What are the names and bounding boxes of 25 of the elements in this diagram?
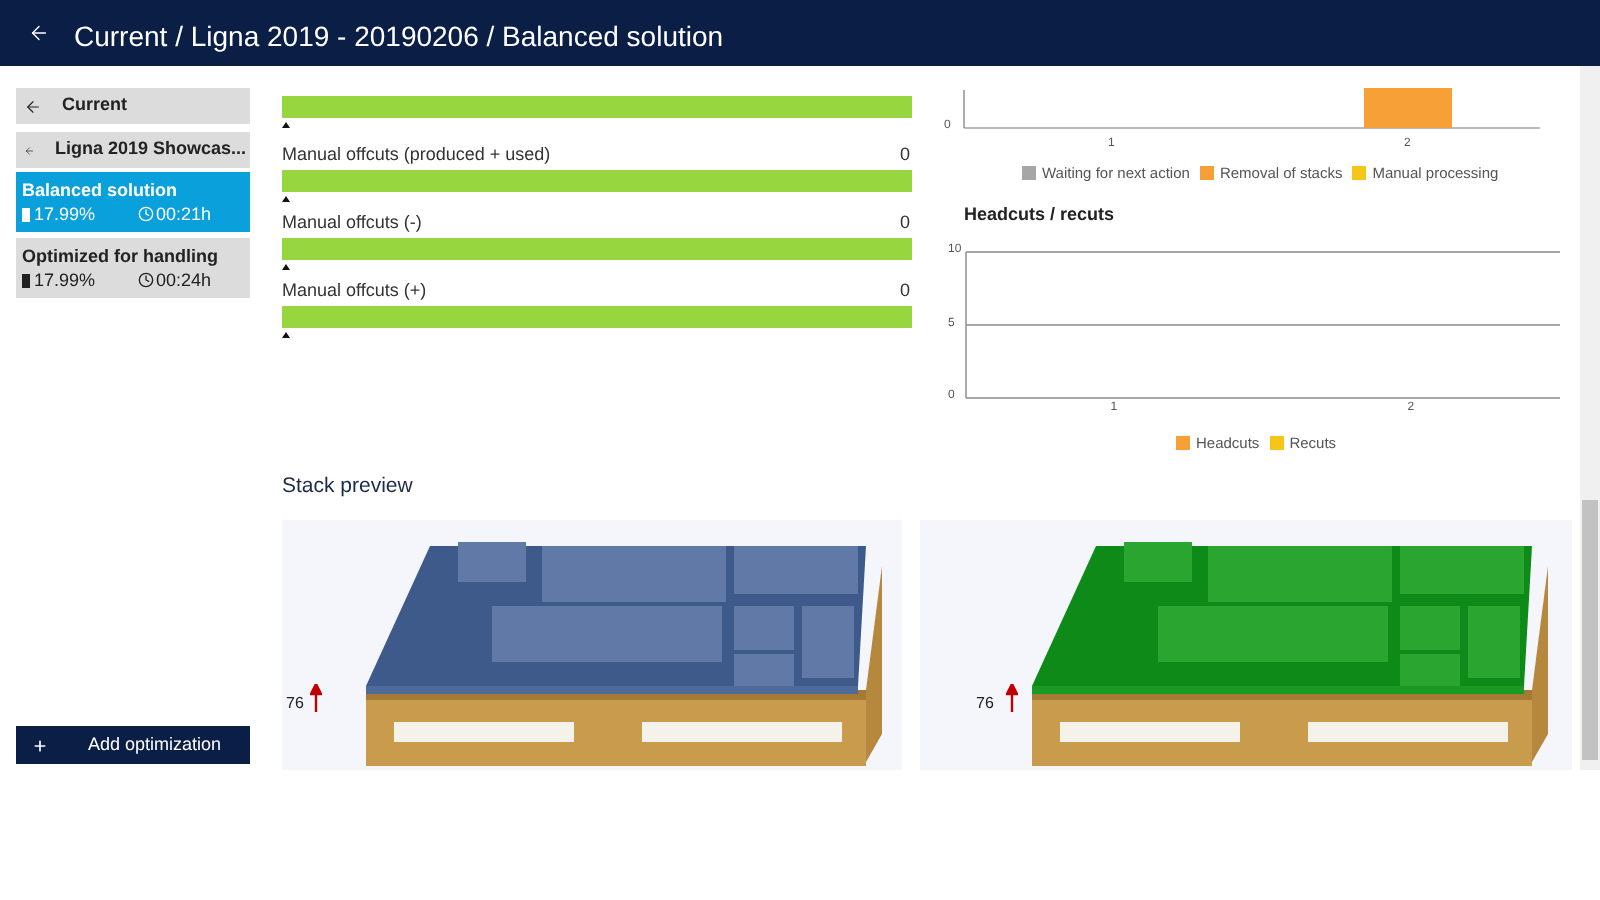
metric-label: Manual offcuts (produced + used) bbox=[282, 142, 551, 166]
metric-value: 0 bbox=[899, 142, 910, 166]
sidebar-item-title: Current bbox=[62, 92, 128, 119]
sidebar-item bbox=[16, 172, 250, 232]
sidebar-item bbox=[16, 238, 250, 298]
metric-value: 0 bbox=[899, 278, 910, 302]
yield-value: 17.99% bbox=[34, 268, 98, 292]
height-value: 76 bbox=[286, 692, 304, 716]
sidebar-item bbox=[16, 88, 250, 124]
solution-title: Optimized for handling bbox=[22, 244, 220, 268]
sidebar-item-title: Ligna 2019 Showcas... bbox=[54, 136, 246, 163]
metric-value: 0 bbox=[899, 210, 910, 234]
section-heading: Stack preview bbox=[282, 472, 413, 502]
breadcrumb-title: Current / Ligna 2019 - 20190206 / Balanced solution bbox=[74, 18, 724, 56]
solution-title: Balanced solution bbox=[22, 178, 180, 202]
add-optimization-button: Add optimization bbox=[16, 726, 250, 764]
metric-label: Manual offcuts (+) bbox=[282, 278, 427, 302]
yield-value: 17.99% bbox=[34, 202, 98, 226]
height-value: 76 bbox=[976, 692, 994, 716]
metric-label: Manual offcuts (-) bbox=[282, 210, 422, 234]
sidebar-item bbox=[16, 132, 250, 168]
progress-bar bbox=[282, 96, 912, 118]
time-value: 00:21h bbox=[156, 202, 212, 226]
chart-title: Headcuts / recuts bbox=[964, 202, 1115, 228]
time-value: 00:24h bbox=[156, 268, 212, 292]
